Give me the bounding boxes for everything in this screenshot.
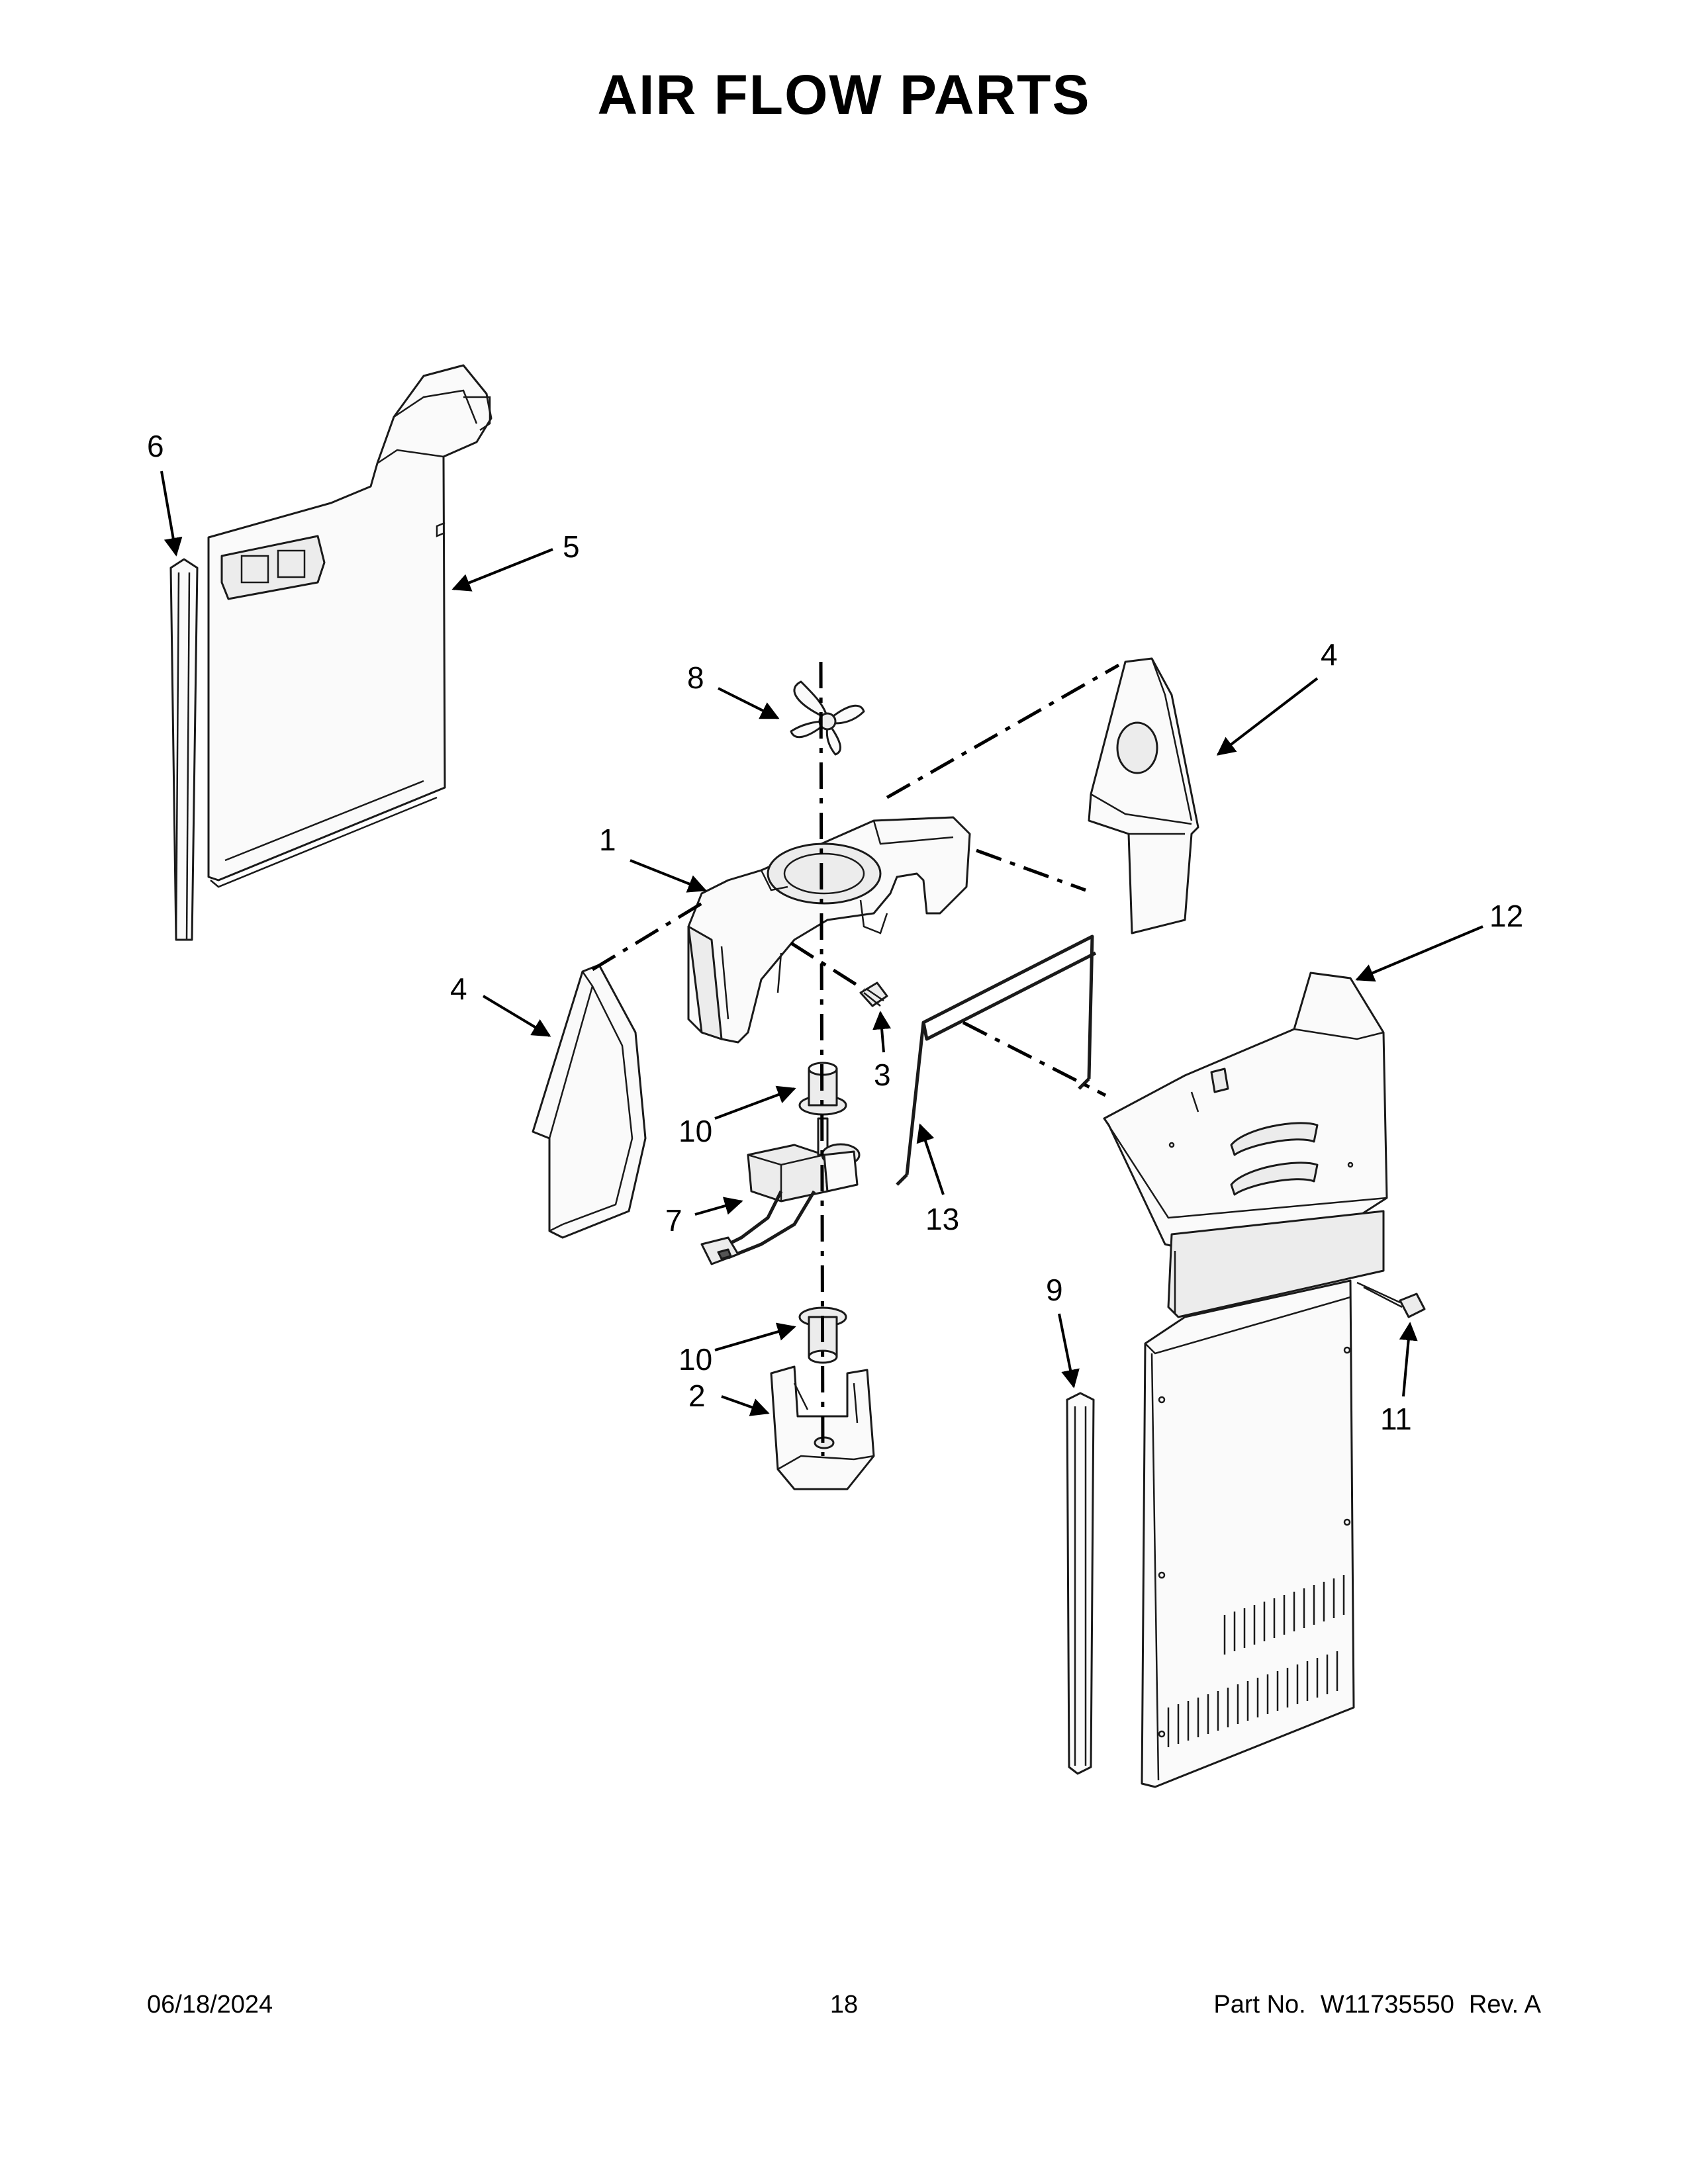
part-8-fan-blade (790, 680, 865, 756)
revision: Rev. A (1468, 1991, 1541, 2019)
callout-4-left: 4 (450, 972, 467, 1006)
part-3-screw (859, 981, 888, 1007)
vent-slots (1167, 1575, 1345, 1747)
callout-1: 1 (599, 823, 616, 857)
part-10-grommet-lower (798, 1306, 847, 1364)
callout-leaders (160, 471, 1483, 1416)
callout-8: 8 (687, 660, 704, 695)
callout-11: 11 (1380, 1402, 1412, 1436)
part-9-gasket-strip (1066, 1392, 1095, 1775)
callout-numbers: 6 5 8 4 1 12 4 3 10 7 13 9 10 11 2 (147, 429, 1523, 1436)
part-7-fan-motor (700, 1117, 861, 1265)
footer-part-info: Part No. W11735550 Rev. A (1199, 1991, 1541, 2019)
part-1-fan-shroud (687, 816, 971, 1044)
part-4-baffle-left (532, 964, 647, 1239)
alignment-lines (591, 661, 1120, 1457)
part-5-duct-cover (207, 364, 492, 888)
callout-2: 2 (688, 1379, 706, 1413)
part-number: W11735550 (1320, 1991, 1454, 2019)
part-number-label: Part No. (1213, 1991, 1306, 2019)
callout-5: 5 (563, 529, 580, 564)
callout-3: 3 (874, 1058, 891, 1092)
callout-4-right: 4 (1321, 637, 1338, 672)
callout-6: 6 (147, 429, 164, 463)
part-11-screw (1356, 1281, 1426, 1318)
part-12-lower-panel (1141, 1279, 1355, 1788)
callout-9: 9 (1046, 1273, 1063, 1307)
part-4-baffle-right (1088, 657, 1199, 934)
footer-date: 06/18/2024 (147, 1991, 273, 2019)
part-13-wire-bracket (896, 934, 1097, 1186)
callout-12: 12 (1489, 899, 1523, 933)
part-6-gasket-strip (169, 558, 199, 941)
callout-10-lower: 10 (679, 1342, 712, 1377)
callout-10-upper: 10 (679, 1114, 712, 1148)
part-12-evaporator-cover (1103, 972, 1388, 1318)
callout-13: 13 (925, 1202, 959, 1236)
footer-page-number: 18 (829, 1991, 859, 2019)
page-title: AIR FLOW PARTS (597, 64, 1091, 126)
callout-7: 7 (665, 1203, 682, 1238)
